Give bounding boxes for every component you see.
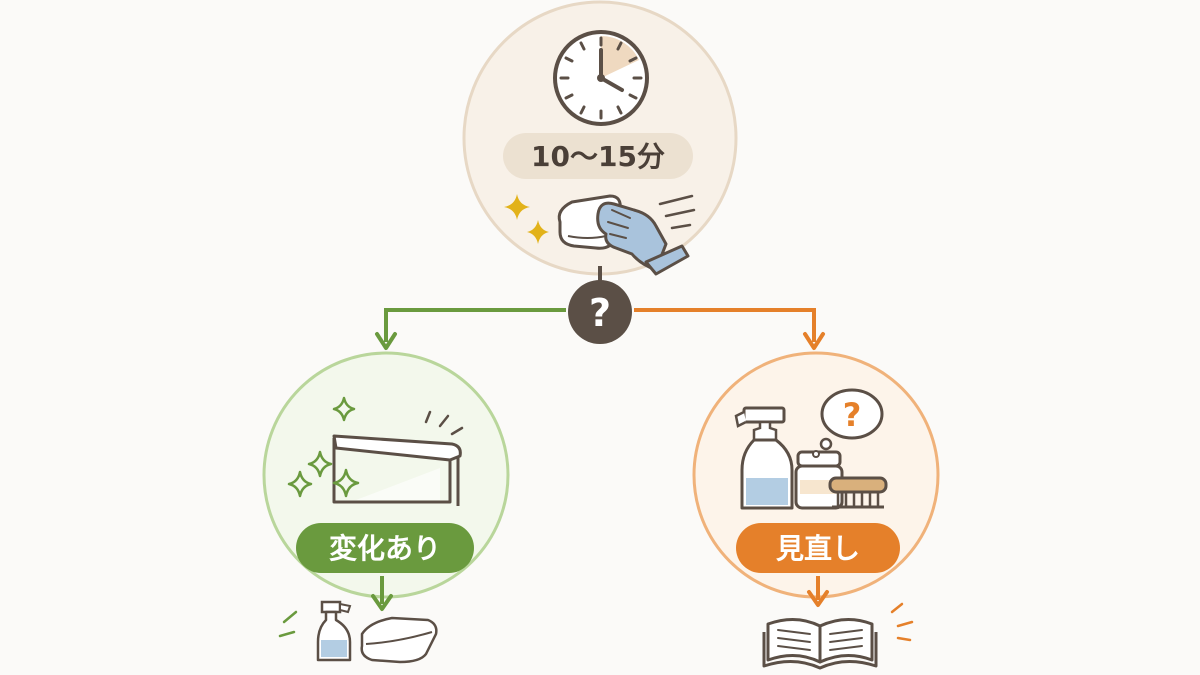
brush-icon [828, 476, 888, 509]
open-book-icon [762, 618, 878, 670]
time-pill: 10〜15分 [503, 133, 693, 179]
spray-bottle-icon [316, 600, 352, 662]
sparkle-icon [287, 470, 313, 498]
decision-symbol: ? [589, 291, 611, 335]
right-arrowhead [803, 332, 825, 350]
sparkle-icon [504, 194, 530, 220]
right-node: ? 見直し [692, 351, 940, 599]
left-branch-label: 変化あり [329, 532, 441, 565]
wiping-hand-icon [557, 194, 696, 276]
right-connector [634, 308, 816, 342]
jar-icon [794, 450, 844, 510]
time-label: 10〜15分 [531, 140, 665, 173]
right-label-pill: 見直し [736, 523, 900, 573]
clock-icon [553, 30, 649, 126]
top-node: 10〜15分 [462, 0, 738, 276]
thought-bubble-icon: ? [812, 388, 884, 458]
left-arrowhead [375, 332, 397, 350]
question-badge-icon: ? [568, 280, 632, 344]
left-label-pill: 変化あり [296, 523, 474, 573]
sparkle-icon [332, 396, 356, 422]
sparkle-icon [307, 450, 333, 478]
thought-question-mark: ? [843, 396, 862, 434]
left-connector [384, 308, 566, 342]
sparkle-icon [527, 220, 549, 244]
sparkle-icon [332, 468, 360, 498]
right-branch-label: 見直し [776, 532, 860, 565]
left-result-icons [278, 600, 438, 664]
left-node: 変化あり [262, 351, 510, 599]
cloth-icon [360, 616, 438, 664]
shiny-surface-icon [332, 410, 464, 506]
spray-bottle-icon [734, 406, 794, 510]
book-accent-lines [890, 602, 914, 642]
